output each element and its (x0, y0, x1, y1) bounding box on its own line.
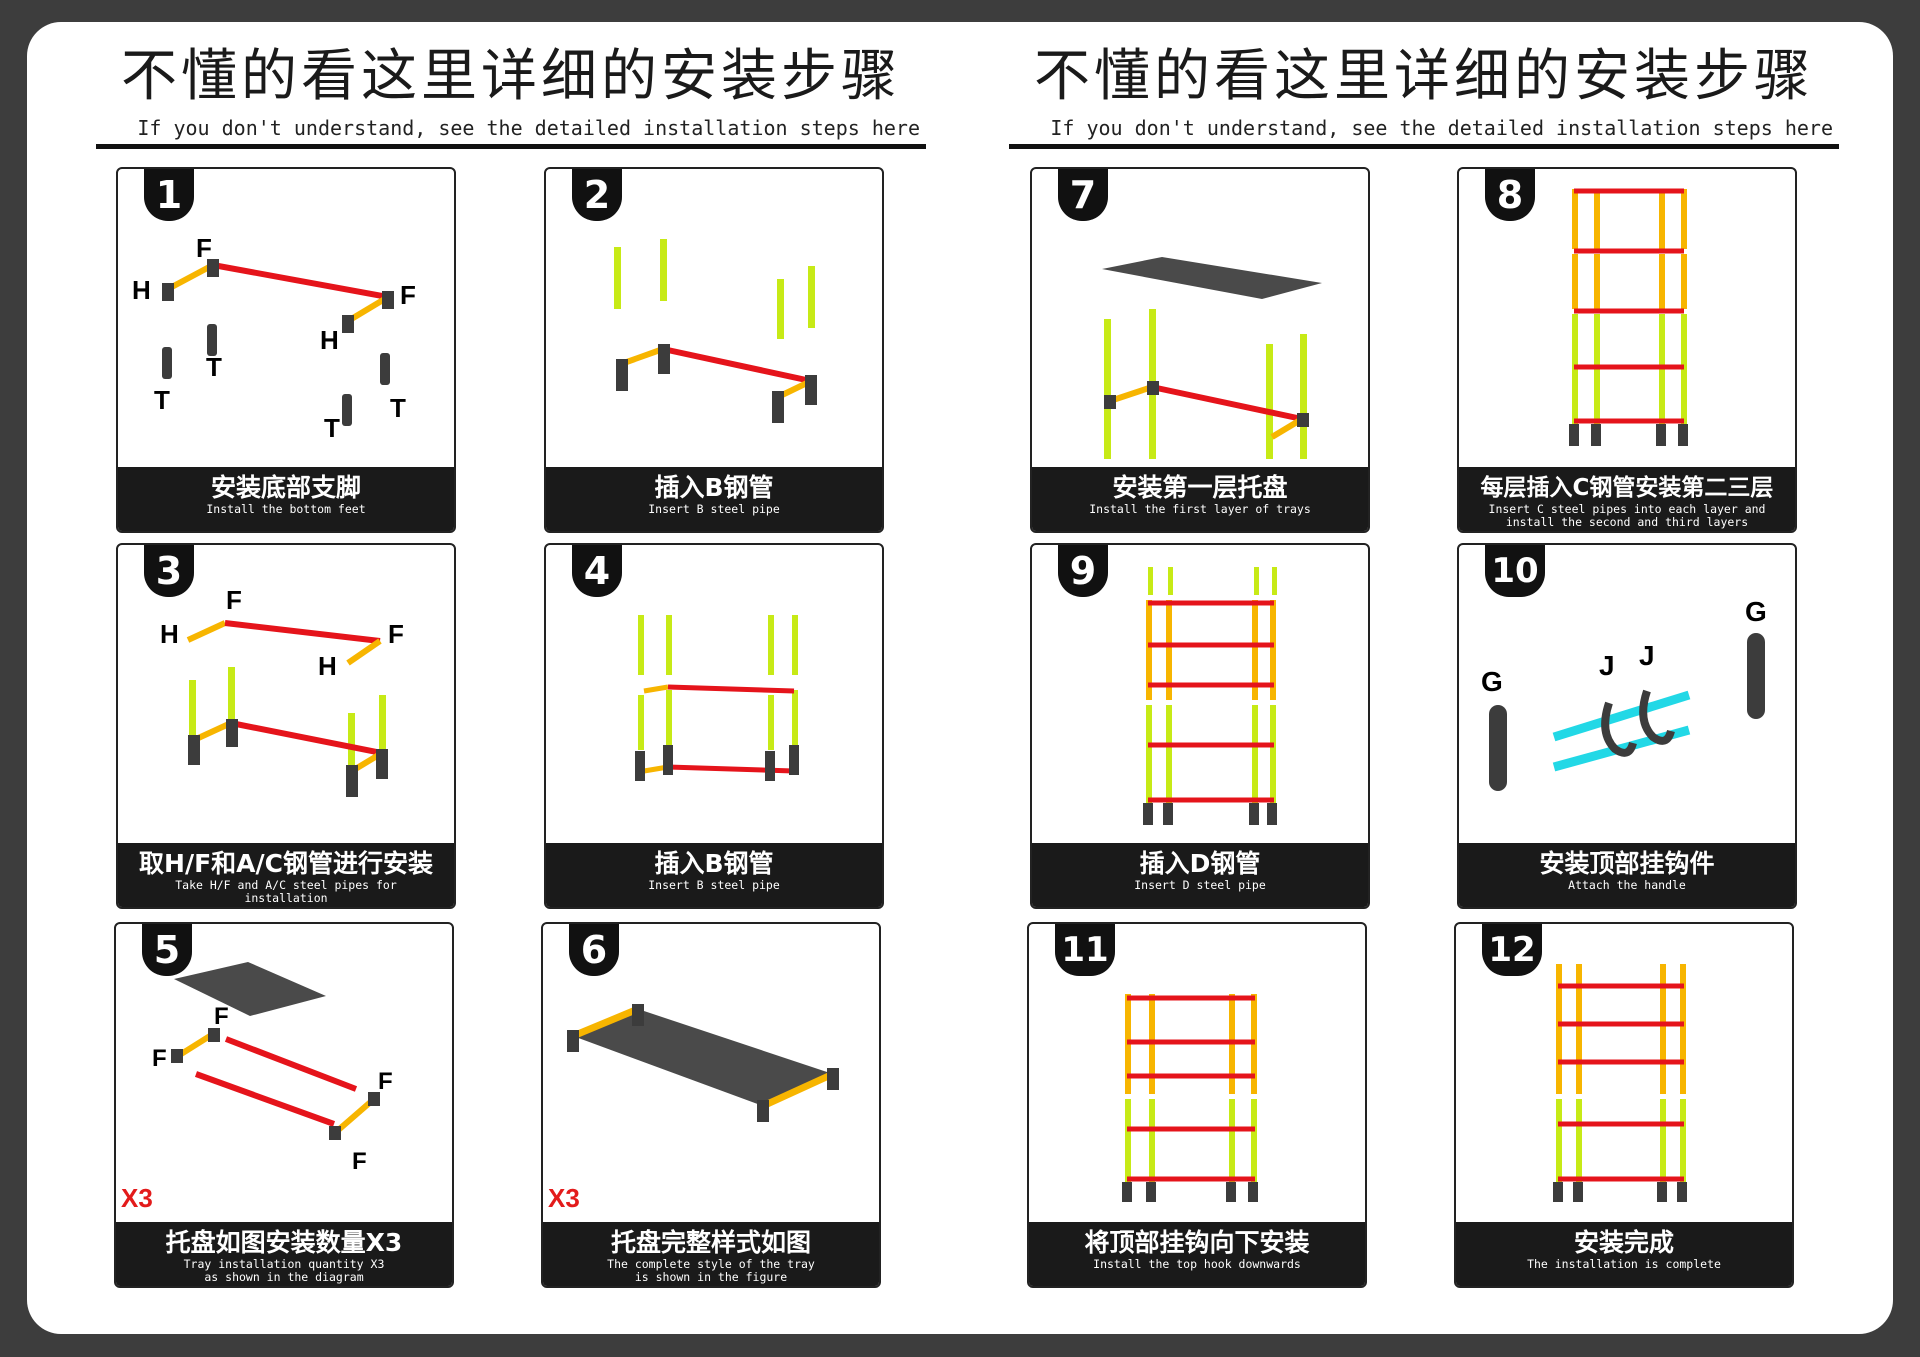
label-G: G (1745, 596, 1767, 627)
header-subtitle: If you don't understand, see the detaile… (96, 116, 926, 140)
caption-zh: 安装完成 (1456, 1228, 1792, 1258)
label-F: F (400, 280, 416, 310)
caption-en: Insert C steel pipes into each layer and… (1459, 503, 1795, 529)
step-number-badge: 2 (572, 169, 622, 221)
step-card-6: 6 X3 托盘完整样式如图 The complete style of the … (541, 922, 881, 1288)
label-T: T (324, 413, 340, 443)
step-card-5: F F F F 5 X3 托盘如图安装数量X3 Tray installatio… (114, 922, 454, 1288)
step-caption: 取H/F和A/C钢管进行安装 Take H/F and A/C steel pi… (118, 843, 454, 907)
step-number-badge: 7 (1058, 169, 1108, 221)
caption-zh: 取H/F和A/C钢管进行安装 (118, 849, 454, 879)
caption-en: Insert B steel pipe (546, 503, 882, 516)
instruction-sheet: 不懂的看这里详细的安装步骤 If you don't understand, s… (27, 22, 1893, 1334)
quantity-label: X3 (548, 1183, 580, 1214)
caption-en: Tray installation quantity X3 as shown i… (116, 1258, 452, 1284)
label-F: F (196, 233, 212, 263)
label-F: F (226, 585, 242, 615)
caption-zh: 托盘完整样式如图 (543, 1228, 879, 1258)
caption-zh: 安装第一层托盘 (1032, 473, 1368, 503)
step-caption: 插入B钢管 Insert B steel pipe (546, 467, 882, 531)
step-card-3: H F F H 3 取H/F和A/C钢管进行安装 Take H/F and A/… (116, 543, 456, 909)
caption-en: Attach the handle (1459, 879, 1795, 892)
step-caption: 安装底部支脚 Install the bottom feet (118, 467, 454, 531)
caption-zh: 将顶部挂钩向下安装 (1029, 1228, 1365, 1258)
step-number-badge: 12 (1482, 924, 1542, 976)
label-H: H (318, 651, 337, 681)
caption-zh: 安装顶部挂钩件 (1459, 849, 1795, 879)
step-card-1: H F F H T T T T 1 安装底部支脚 Install the bot… (116, 167, 456, 533)
caption-zh: 每层插入C钢管安装第二三层 (1459, 473, 1795, 503)
label-F: F (152, 1045, 167, 1072)
step-number-badge: 10 (1485, 545, 1545, 597)
caption-en: Take H/F and A/C steel pipes for install… (118, 879, 454, 905)
label-T: T (390, 393, 406, 423)
label-J: J (1599, 650, 1615, 681)
caption-en: Insert B steel pipe (546, 879, 882, 892)
caption-en: Install the bottom feet (118, 503, 454, 516)
step-card-12: 12 安装完成 The installation is complete (1454, 922, 1794, 1288)
step-number-badge: 11 (1055, 924, 1115, 976)
step-number-badge: 1 (144, 169, 194, 221)
label-F: F (378, 1068, 393, 1095)
label-F: F (352, 1148, 367, 1175)
quantity-label: X3 (121, 1183, 153, 1214)
step-number-badge: 9 (1058, 545, 1108, 597)
label-F: F (388, 619, 404, 649)
step-caption: 插入B钢管 Insert B steel pipe (546, 843, 882, 907)
caption-zh: 插入B钢管 (546, 473, 882, 503)
header-right: 不懂的看这里详细的安装步骤 If you don't understand, s… (1009, 44, 1839, 149)
caption-en: Install the top hook downwards (1029, 1258, 1365, 1271)
step-caption: 托盘如图安装数量X3 Tray installation quantity X3… (116, 1222, 452, 1286)
header-rule (1009, 144, 1839, 149)
label-T: T (206, 352, 222, 382)
step-caption: 托盘完整样式如图 The complete style of the tray … (543, 1222, 879, 1286)
step-caption: 插入D钢管 Insert D steel pipe (1032, 843, 1368, 907)
step-card-4: 4 插入B钢管 Insert B steel pipe (544, 543, 884, 909)
step-card-7: 7 安装第一层托盘 Install the first layer of tra… (1030, 167, 1370, 533)
label-G: G (1481, 666, 1503, 697)
label-H: H (132, 275, 151, 305)
header-title: 不懂的看这里详细的安装步骤 (1009, 44, 1839, 110)
step-card-8: 8 每层插入C钢管安装第二三层 Insert C steel pipes int… (1457, 167, 1797, 533)
label-J: J (1639, 640, 1655, 671)
label-F: F (214, 1003, 229, 1030)
header-left: 不懂的看这里详细的安装步骤 If you don't understand, s… (96, 44, 926, 149)
step-caption: 每层插入C钢管安装第二三层 Insert C steel pipes into … (1459, 467, 1795, 531)
step-number-badge: 3 (144, 545, 194, 597)
step-caption: 安装完成 The installation is complete (1456, 1222, 1792, 1286)
caption-zh: 托盘如图安装数量X3 (116, 1228, 452, 1258)
label-H: H (320, 325, 339, 355)
step-card-9: 9 插入D钢管 Insert D steel pipe (1030, 543, 1370, 909)
step-number-badge: 4 (572, 545, 622, 597)
header-rule (96, 144, 926, 149)
step-card-11: 11 将顶部挂钩向下安装 Install the top hook downwa… (1027, 922, 1367, 1288)
step-card-2: 2 插入B钢管 Insert B steel pipe (544, 167, 884, 533)
caption-en: Install the first layer of trays (1032, 503, 1368, 516)
step-caption: 安装顶部挂钩件 Attach the handle (1459, 843, 1795, 907)
caption-en: The installation is complete (1456, 1258, 1792, 1271)
caption-zh: 插入D钢管 (1032, 849, 1368, 879)
step-number-badge: 5 (142, 924, 192, 976)
step-card-10: G J J G 10 安装顶部挂钩件 Attach the handle (1457, 543, 1797, 909)
step-caption: 安装第一层托盘 Install the first layer of trays (1032, 467, 1368, 531)
step-number-badge: 8 (1485, 169, 1535, 221)
caption-en: Insert D steel pipe (1032, 879, 1368, 892)
label-H: H (160, 619, 179, 649)
label-T: T (154, 385, 170, 415)
caption-zh: 安装底部支脚 (118, 473, 454, 503)
step-number-badge: 6 (569, 924, 619, 976)
step-caption: 将顶部挂钩向下安装 Install the top hook downwards (1029, 1222, 1365, 1286)
header-title: 不懂的看这里详细的安装步骤 (96, 44, 926, 110)
caption-zh: 插入B钢管 (546, 849, 882, 879)
caption-en: The complete style of the tray is shown … (543, 1258, 879, 1284)
header-subtitle: If you don't understand, see the detaile… (1009, 116, 1839, 140)
